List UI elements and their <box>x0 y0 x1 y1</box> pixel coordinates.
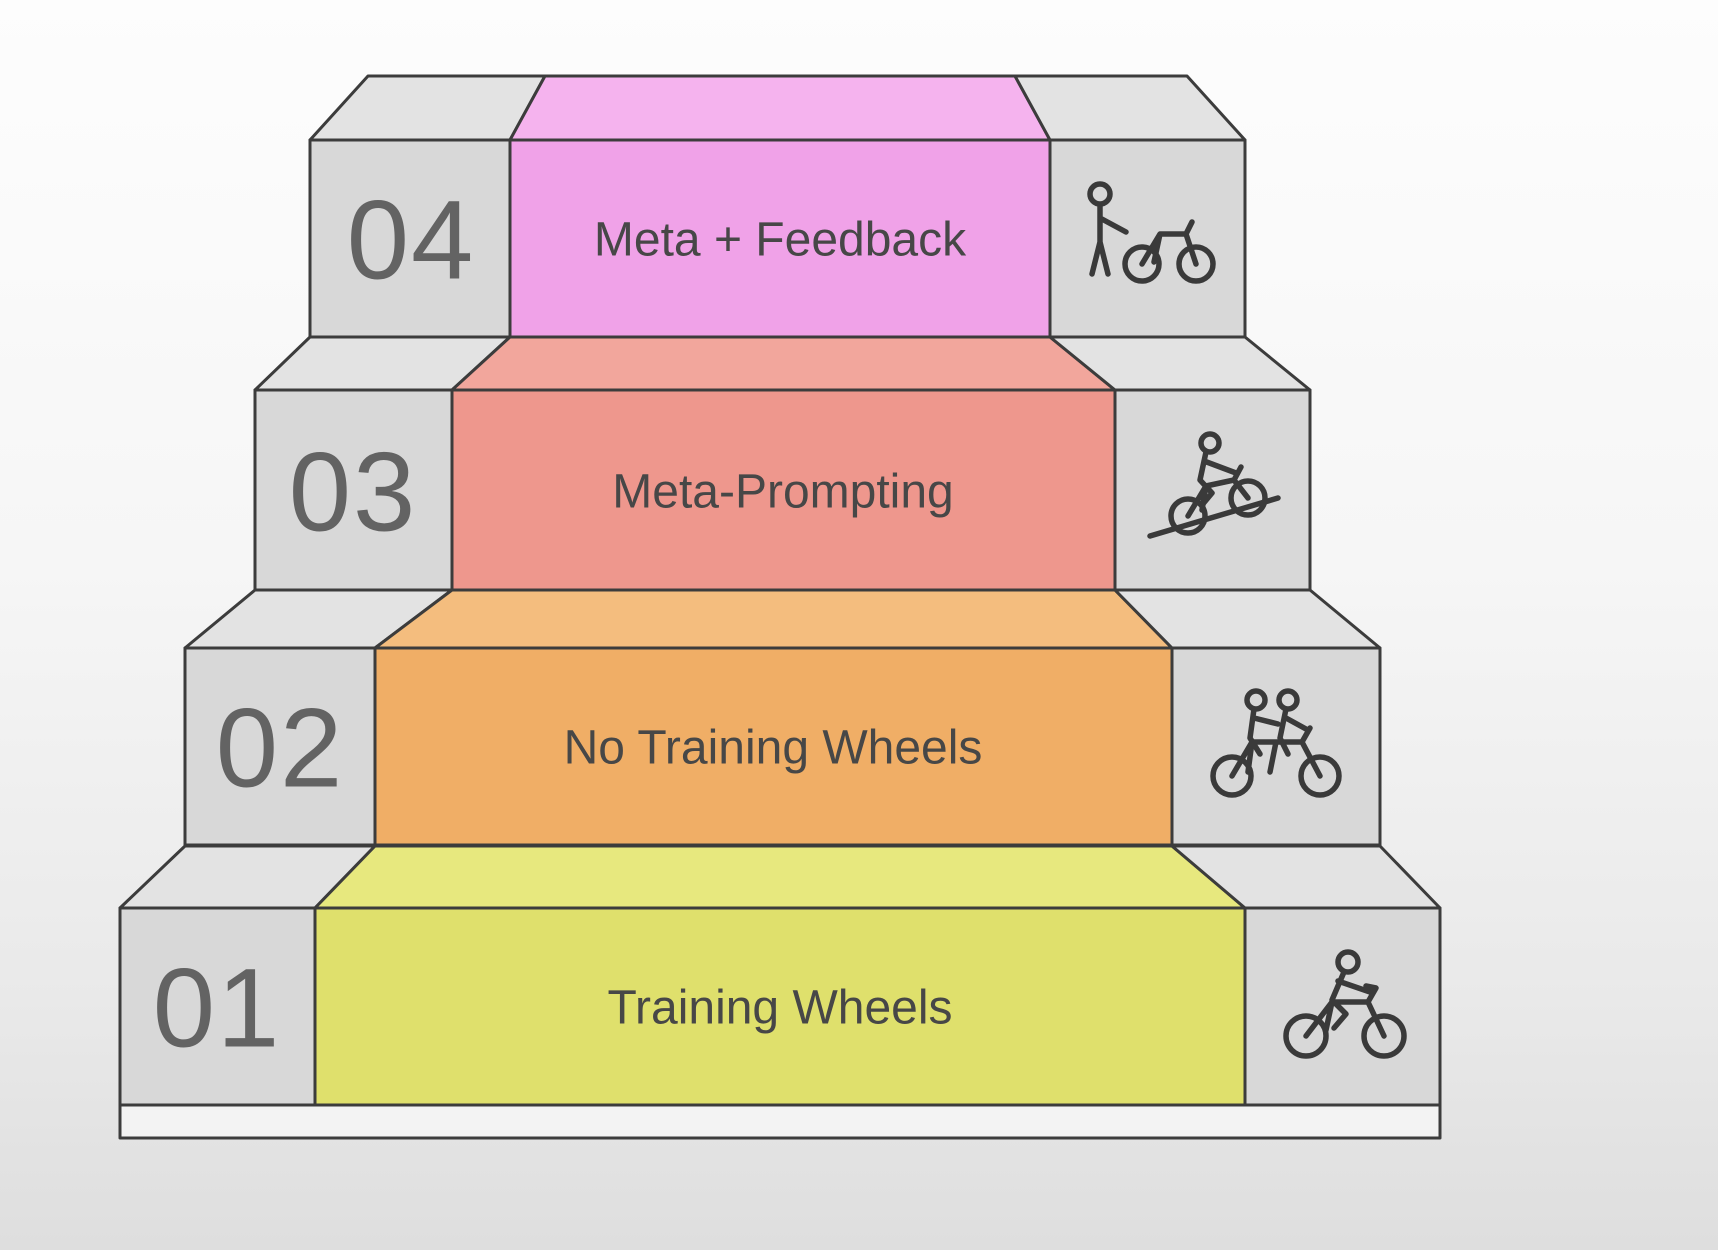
step-01: 01 Training Wheels <box>118 844 1442 1107</box>
step-04-top-face-left <box>308 74 547 142</box>
step-03: 03 Meta-Prompting <box>253 335 1312 592</box>
step-01-label: Training Wheels <box>607 982 952 1035</box>
step-04-label: Meta + Feedback <box>594 214 967 267</box>
step-01-number-panel <box>118 906 317 1107</box>
step-02-label: No Training Wheels <box>564 722 983 775</box>
step-02-number-panel <box>183 646 377 847</box>
step-01-label-panel <box>313 906 1247 1107</box>
cyclist-icon <box>1283 949 1407 1059</box>
step-03-label: Meta-Prompting <box>612 466 953 519</box>
step-01-icon-panel <box>1243 906 1442 1107</box>
downhill-cyclist-icon <box>1147 431 1281 539</box>
step-04-number-panel <box>308 138 512 339</box>
step-04-icon-panel <box>1048 138 1247 339</box>
person-with-bike-icon <box>1087 181 1216 284</box>
base-platform <box>118 1103 1442 1140</box>
step-02-number: 02 <box>216 686 345 811</box>
step-03-label-panel <box>450 388 1117 592</box>
step-01-top-face-center <box>313 844 1247 910</box>
step-04-label-panel <box>508 138 1052 339</box>
step-04: 04 Meta + Feedback <box>308 74 1247 339</box>
step-02-label-panel <box>373 646 1174 847</box>
tandem-bike-icon <box>1210 688 1342 798</box>
step-04-number: 04 <box>347 178 476 303</box>
step-04-top-face-center <box>508 74 1052 142</box>
step-03-number: 03 <box>289 430 418 555</box>
step-01-number: 01 <box>153 946 282 1071</box>
step-04-top-face-right <box>1013 74 1247 142</box>
step-03-top-face-center <box>450 335 1117 392</box>
step-02-top-face-center <box>373 588 1174 650</box>
step-02: 02 No Training Wheels <box>183 588 1382 847</box>
step-03-number-panel <box>253 388 454 592</box>
